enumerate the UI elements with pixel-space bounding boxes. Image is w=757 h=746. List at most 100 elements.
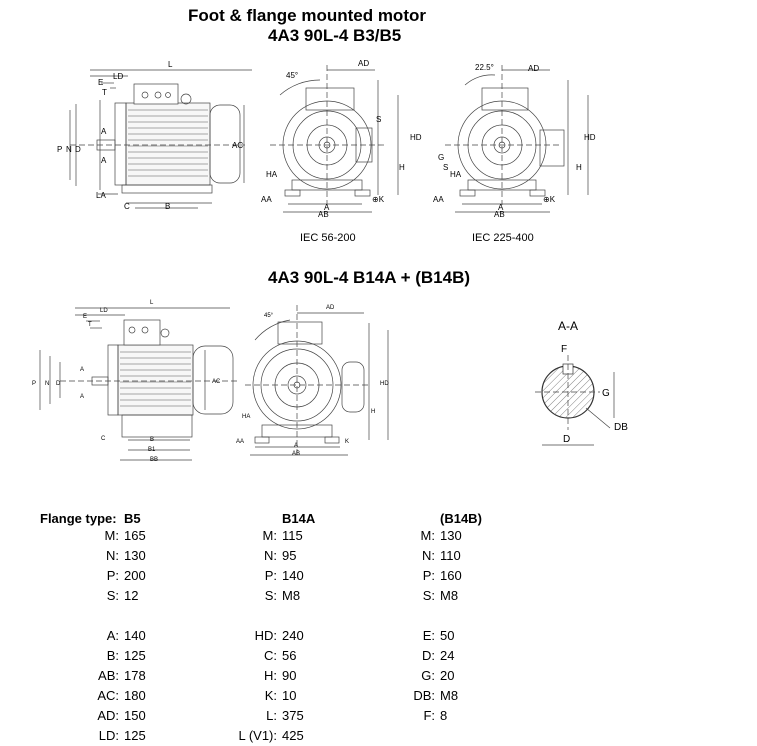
svg-text:P: P xyxy=(57,145,62,154)
dimension-key: S: xyxy=(106,588,119,603)
dimension-value: 8 xyxy=(440,708,448,723)
svg-text:T: T xyxy=(88,322,92,328)
svg-text:⊕K: ⊕K xyxy=(543,195,556,204)
svg-text:S: S xyxy=(443,163,448,172)
column-header-b5: B5 xyxy=(124,511,141,526)
svg-text:K: K xyxy=(345,439,349,445)
svg-text:G: G xyxy=(602,388,610,399)
front-view-b14 xyxy=(245,305,389,456)
svg-text:L: L xyxy=(168,60,173,69)
svg-text:T: T xyxy=(102,88,107,97)
section-title-b14: 4A3 90L-4 B14A + (B14B) xyxy=(268,268,471,287)
dimension-key: HD: xyxy=(254,628,277,643)
svg-text:D: D xyxy=(75,145,81,154)
dimension-value: 160 xyxy=(440,568,462,583)
dimension-key: D: xyxy=(422,648,435,663)
dimension-value: 140 xyxy=(124,628,146,643)
dimension-value: 56 xyxy=(282,648,297,663)
dimension-key: N: xyxy=(264,548,277,563)
dimension-key: P: xyxy=(422,568,435,583)
svg-text:S: S xyxy=(376,115,381,124)
svg-text:B: B xyxy=(165,202,170,211)
dimension-value: M8 xyxy=(282,588,301,603)
column-header-b14a: B14A xyxy=(282,511,316,526)
dimension-value: 240 xyxy=(282,628,304,643)
column-header-b14b: (B14B) xyxy=(440,511,482,526)
svg-text:H: H xyxy=(371,409,375,415)
svg-text:B1: B1 xyxy=(148,447,156,453)
dimension-key: DB: xyxy=(413,688,435,703)
svg-text:A: A xyxy=(80,394,84,400)
dimension-value: 140 xyxy=(282,568,304,583)
svg-text:HD: HD xyxy=(410,133,422,142)
caption-iec-large: IEC 225-400 xyxy=(472,232,534,244)
dimension-value: 20 xyxy=(440,668,455,683)
svg-text:AD: AD xyxy=(528,64,539,73)
svg-text:HD: HD xyxy=(380,381,389,387)
svg-text:45°: 45° xyxy=(286,71,298,80)
svg-text:G: G xyxy=(438,153,444,162)
dimension-key: P: xyxy=(264,568,277,583)
dimension-key: N: xyxy=(422,548,435,563)
dimension-key: B: xyxy=(106,648,119,663)
svg-text:E: E xyxy=(83,314,87,320)
svg-text:45°: 45° xyxy=(264,313,274,319)
dimension-value: 375 xyxy=(282,708,304,723)
dimension-value: 165 xyxy=(124,528,146,543)
svg-text:HA: HA xyxy=(450,170,462,179)
dimension-key: H: xyxy=(264,668,277,683)
dimension-value: 125 xyxy=(124,728,146,743)
dimension-value: 95 xyxy=(282,548,297,563)
dimension-key: L (V1): xyxy=(238,728,277,743)
model-subtitle: 4A3 90L-4 B3/B5 xyxy=(268,26,402,45)
svg-text:B: B xyxy=(150,437,154,443)
svg-text:DB: DB xyxy=(614,422,628,433)
svg-text:A: A xyxy=(101,127,107,136)
dimension-key: K: xyxy=(264,688,277,703)
svg-text:A: A xyxy=(498,203,504,212)
svg-text:AD: AD xyxy=(326,305,335,311)
svg-text:A: A xyxy=(101,156,107,165)
svg-text:AA: AA xyxy=(236,439,244,445)
svg-text:AC: AC xyxy=(212,379,221,385)
svg-text:P: P xyxy=(32,381,36,387)
dimension-key: M: xyxy=(420,528,435,543)
dimension-key: C: xyxy=(264,648,277,663)
svg-text:N: N xyxy=(45,381,49,387)
dimension-key: AB: xyxy=(98,668,119,683)
svg-text:D: D xyxy=(563,434,570,445)
svg-text:H: H xyxy=(576,163,582,172)
svg-text:LA: LA xyxy=(96,191,106,200)
svg-text:AB: AB xyxy=(494,210,505,219)
dimension-key: A: xyxy=(106,628,119,643)
svg-text:HA: HA xyxy=(242,414,250,420)
svg-text:H: H xyxy=(399,163,405,172)
svg-text:AB: AB xyxy=(292,451,300,457)
svg-text:AB: AB xyxy=(318,210,329,219)
dimension-key: G: xyxy=(421,668,435,683)
dimension-key: E: xyxy=(422,628,435,643)
dimension-value: 200 xyxy=(124,568,146,583)
dimension-key: L: xyxy=(266,708,277,723)
svg-text:N: N xyxy=(66,145,72,154)
svg-text:C: C xyxy=(124,202,130,211)
dimension-key: AC: xyxy=(97,688,119,703)
dimension-key: M: xyxy=(262,528,277,543)
dimension-key: AD: xyxy=(97,708,119,723)
dimension-value: M8 xyxy=(440,588,459,603)
svg-text:HA: HA xyxy=(266,170,278,179)
dimension-value: 125 xyxy=(124,648,146,663)
dimension-key: M: xyxy=(104,528,119,543)
dimension-value: 178 xyxy=(124,668,146,683)
dimension-value: 150 xyxy=(124,708,146,723)
svg-text:C: C xyxy=(101,436,106,442)
svg-text:E: E xyxy=(98,78,103,87)
dimension-key: LD: xyxy=(98,728,119,743)
dimension-value: 12 xyxy=(124,588,139,603)
svg-text:A: A xyxy=(294,443,298,449)
svg-text:BB: BB xyxy=(150,457,158,463)
dimension-key: S: xyxy=(264,588,277,603)
page-title: Foot & flange mounted motor xyxy=(188,6,426,25)
svg-text:AA: AA xyxy=(261,195,272,204)
